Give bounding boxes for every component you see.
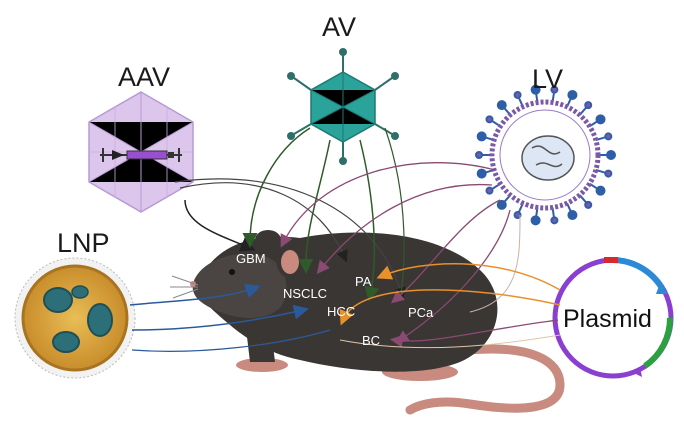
tumor-nsclc: NSCLC: [283, 286, 328, 301]
lv-spike-head: [550, 85, 559, 94]
tumor-bc: BC: [362, 333, 381, 348]
label-plasmid: Plasmid: [563, 305, 652, 333]
lv-spike-head: [550, 216, 559, 225]
lv-spike-head: [485, 115, 494, 124]
lv-spike-head: [476, 168, 487, 179]
lv-spike-head: [475, 151, 483, 159]
lv-spike-head: [485, 186, 494, 195]
lv-spike-head: [595, 185, 606, 196]
lv-spike-head: [595, 114, 606, 125]
lv-particle-icon: [475, 84, 616, 226]
lv-spike-head: [584, 200, 593, 209]
tumor-pca: PCa: [408, 305, 434, 320]
lv-spike-head: [513, 211, 522, 220]
label-av: AV: [322, 12, 357, 42]
lnp-particle-icon: [14, 257, 136, 379]
lv-spike-head: [513, 90, 522, 99]
tumor-gbm: GBM: [236, 251, 266, 266]
lv-spike-head: [530, 84, 541, 95]
lv-spike-head: [476, 131, 487, 142]
mouse: [170, 230, 565, 415]
label-lv: LV: [532, 64, 564, 94]
lv-spike-head: [567, 210, 578, 221]
aav-capsid-icon: [88, 91, 194, 213]
plasmid-icon: [552, 257, 674, 379]
label-aav: AAV: [118, 62, 171, 92]
lv-spike-head: [604, 132, 613, 141]
lv-spike-head: [584, 101, 593, 110]
lv-spike-head: [604, 169, 613, 178]
lv-spike-head: [606, 150, 616, 160]
lv-spike-head: [496, 100, 507, 111]
label-lnp: LNP: [57, 228, 110, 258]
lv-spike-head: [567, 89, 578, 100]
lv-spike-head: [496, 199, 507, 210]
tumor-pa: PA: [355, 274, 372, 289]
lv-spike-head: [530, 215, 541, 226]
av-capsid-icon: [287, 48, 399, 165]
connection-arrows: [129, 127, 561, 352]
tumor-hcc: HCC: [327, 304, 356, 319]
